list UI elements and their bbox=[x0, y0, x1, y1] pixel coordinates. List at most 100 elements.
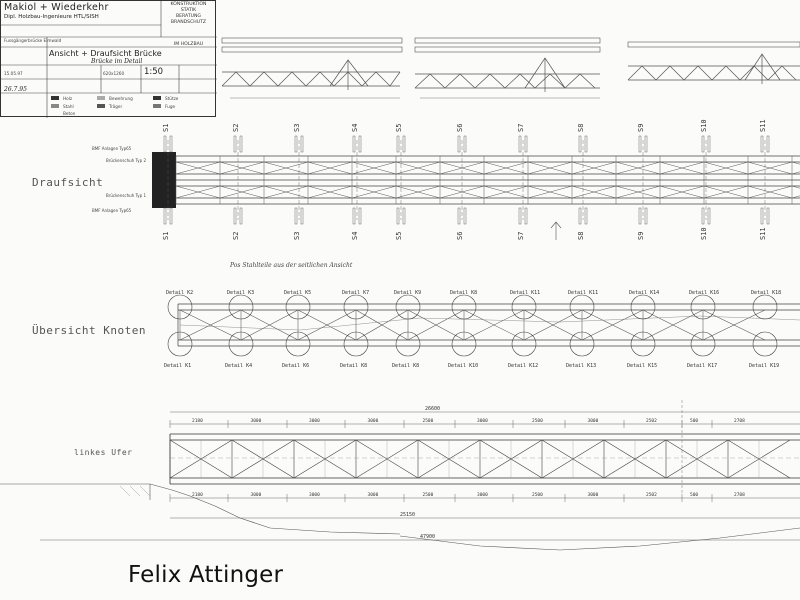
dimension-segment: 2708 2708 bbox=[711, 418, 745, 502]
svg-text:Detail K17: Detail K17 bbox=[687, 363, 717, 369]
dim-overall-bottom: 47900 bbox=[420, 534, 435, 540]
svg-text:Detail K11: Detail K11 bbox=[568, 290, 598, 296]
svg-text:S6: S6 bbox=[456, 232, 464, 240]
svg-text:500: 500 bbox=[690, 418, 698, 424]
detail-circle-bottom: Detail K10 bbox=[448, 331, 478, 369]
elevation-chords bbox=[169, 433, 800, 485]
svg-text:Detail K8: Detail K8 bbox=[340, 363, 367, 369]
detail-circle-bottom: Detail K4 bbox=[225, 331, 254, 369]
detail-circle-bottom: Detail K8 bbox=[340, 331, 369, 369]
svg-text:S3: S3 bbox=[293, 124, 301, 132]
dimension-segments: 2180218030003000300030003000300025002500… bbox=[169, 418, 745, 502]
mini-truss-3 bbox=[627, 53, 800, 84]
svg-text:Detail K7: Detail K7 bbox=[342, 290, 369, 296]
svg-text:3000: 3000 bbox=[309, 418, 320, 424]
title-block-grid bbox=[1, 1, 217, 118]
svg-text:Detail K15: Detail K15 bbox=[627, 363, 657, 369]
svg-text:2180: 2180 bbox=[192, 418, 203, 424]
detail-circle-top: Detail K9 bbox=[394, 290, 421, 320]
drawing-format: 620x1260 bbox=[103, 71, 125, 76]
svg-text:Detail K8: Detail K8 bbox=[392, 363, 419, 369]
svg-text:2502: 2502 bbox=[646, 492, 657, 498]
svg-text:S5: S5 bbox=[395, 232, 403, 240]
legend-item: Stütze bbox=[165, 96, 179, 101]
drawing-date: 15.05.97 bbox=[4, 71, 23, 76]
svg-text:Detail K13: Detail K13 bbox=[566, 363, 596, 369]
side-label: BMF Anlagen Typ65 bbox=[92, 208, 132, 213]
drawing-scale: 1:50 bbox=[144, 67, 164, 77]
svg-text:3000: 3000 bbox=[368, 418, 379, 424]
detail-circles: Detail K2 Detail K3 Detail K5 Detail K7 Deta… bbox=[164, 290, 781, 369]
svg-text:3000: 3000 bbox=[251, 418, 262, 424]
svg-text:S11: S11 bbox=[759, 119, 767, 132]
dimension-segment: 500 500 bbox=[681, 418, 698, 502]
svg-text:3000: 3000 bbox=[588, 492, 599, 498]
svg-text:S6: S6 bbox=[456, 124, 464, 132]
north-arrow bbox=[550, 221, 562, 240]
detail-circle-top: Detail K3 bbox=[227, 290, 254, 320]
side-label: BMF Anlagen Typ65 bbox=[92, 146, 132, 151]
detail-circle-top: Detail K2 bbox=[166, 290, 193, 320]
riverbank bbox=[0, 483, 800, 551]
dim-overall-top: 26600 bbox=[425, 406, 440, 412]
svg-text:3000: 3000 bbox=[368, 492, 379, 498]
svg-text:S4: S4 bbox=[351, 124, 359, 132]
detail-circle-bottom: Detail K13 bbox=[566, 331, 596, 369]
detail-circle-bottom: Detail K1 bbox=[164, 331, 193, 369]
svg-text:500: 500 bbox=[690, 492, 698, 498]
legend-item: Bewehrung bbox=[109, 96, 133, 101]
svg-text:S10: S10 bbox=[700, 227, 708, 240]
legend-item: Fuge bbox=[165, 104, 176, 109]
svg-text:S8: S8 bbox=[577, 124, 585, 132]
detail-circle-top: Detail K11 bbox=[568, 290, 598, 320]
svg-text:3000: 3000 bbox=[477, 418, 488, 424]
author-caption: Felix Attinger bbox=[128, 562, 284, 588]
detail-circle-bottom: Detail K19 bbox=[749, 331, 779, 369]
detail-circle-bottom: Detail K15 bbox=[627, 331, 657, 369]
svg-text:Detail K12: Detail K12 bbox=[508, 363, 538, 369]
dim-mid: 25150 bbox=[400, 512, 415, 518]
svg-text:Detail K10: Detail K10 bbox=[448, 363, 478, 369]
firm-name: Makiol + Wiederkehr bbox=[4, 2, 109, 13]
svg-text:2180: 2180 bbox=[192, 492, 203, 498]
detail-circle-top: Detail K7 bbox=[342, 290, 369, 320]
svg-text:Detail K5: Detail K5 bbox=[284, 290, 311, 296]
plan-chords bbox=[176, 155, 800, 205]
legend-item: Beton bbox=[63, 111, 76, 116]
svg-text:2500: 2500 bbox=[423, 492, 434, 498]
drawing-subtitle: Brücke im Detail bbox=[91, 58, 143, 65]
svg-text:2708: 2708 bbox=[734, 492, 745, 498]
mini-truss-2 bbox=[414, 57, 600, 92]
svg-text:S4: S4 bbox=[351, 232, 359, 240]
legend-item: Träger bbox=[109, 104, 123, 109]
svg-text:2500: 2500 bbox=[532, 418, 543, 424]
svg-text:Detail K2: Detail K2 bbox=[166, 290, 193, 296]
svg-text:Detail K1: Detail K1 bbox=[164, 363, 191, 369]
detail-circle-bottom: Detail K8 bbox=[392, 331, 421, 369]
side-label: Brückenschuh Typ 1 bbox=[106, 193, 146, 198]
svg-text:S7: S7 bbox=[517, 232, 525, 240]
detail-circle-top: Detail K16 bbox=[689, 290, 719, 320]
svg-text:S11: S11 bbox=[759, 227, 767, 240]
knoten-overview: Detail K2 Detail K3 Detail K5 Detail K7 Deta… bbox=[164, 290, 800, 369]
svg-text:2708: 2708 bbox=[734, 418, 745, 424]
section-label-knoten: Übersicht Knoten bbox=[32, 324, 146, 337]
detail-circle-top: Detail K5 bbox=[284, 290, 311, 320]
mini-truss-1 bbox=[221, 59, 401, 90]
detail-circle-bottom: Detail K17 bbox=[687, 331, 717, 369]
legend-item: Stahl bbox=[63, 104, 74, 109]
detail-circle-top: Detail K8 bbox=[450, 290, 477, 320]
detail-circle-bottom: Detail K6 bbox=[282, 331, 311, 369]
svg-text:S8: S8 bbox=[577, 232, 585, 240]
legend-item: Holz bbox=[63, 96, 73, 101]
